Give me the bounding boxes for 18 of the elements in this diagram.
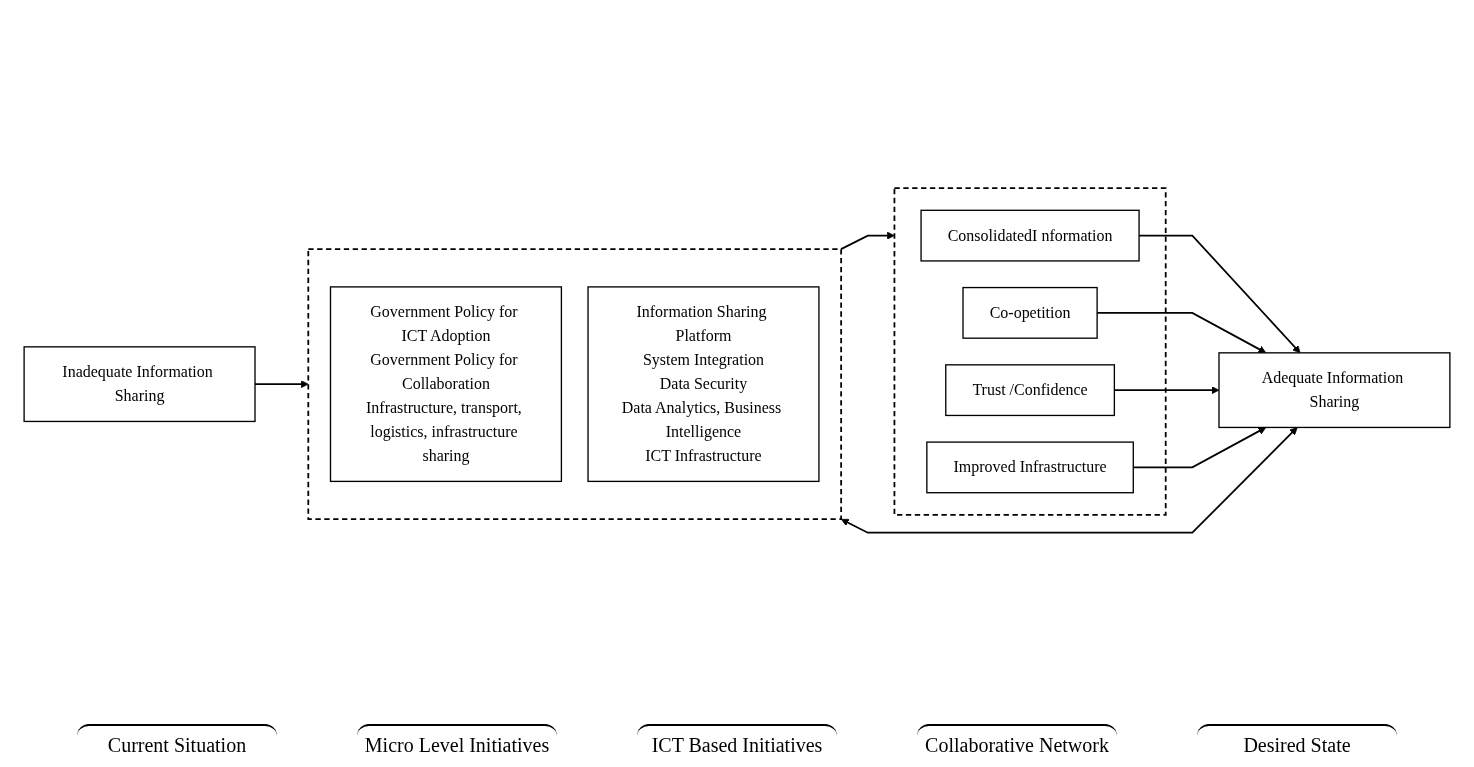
flowchart: Government Policy for ICT Adoption Government Policy for Collaboration Infrastructure, transport, logistics, infrastructure sharing Information Sharing Platform System Integration Data Security Data Analytics, Business Intelligence ICT Infrastructure Inadequate Information Sharing ConsolidatedI nformation Co-opetition Trust /Confidence Improved Infrastructure Adequate Information Sharing [17, 180, 1457, 540]
node-box [329, 285, 563, 482]
arrow [840, 231, 895, 250]
stage-label: ICT Based Initiatives [637, 724, 837, 757]
node-box [587, 285, 820, 482]
cluster [893, 186, 1167, 516]
node-box [945, 363, 1116, 416]
node-box [23, 345, 256, 422]
stage-label: Desired State [1197, 724, 1397, 757]
cluster [307, 247, 843, 520]
node-box [920, 209, 1140, 262]
node-box [1218, 351, 1451, 428]
arrow [841, 426, 1298, 534]
node-box [962, 286, 1098, 339]
stage-label: Collaborative Network [917, 724, 1117, 757]
stage-label: Current Situation [77, 724, 277, 757]
stage-label: Micro Level Initiatives [357, 724, 557, 757]
node-box [926, 441, 1134, 493]
